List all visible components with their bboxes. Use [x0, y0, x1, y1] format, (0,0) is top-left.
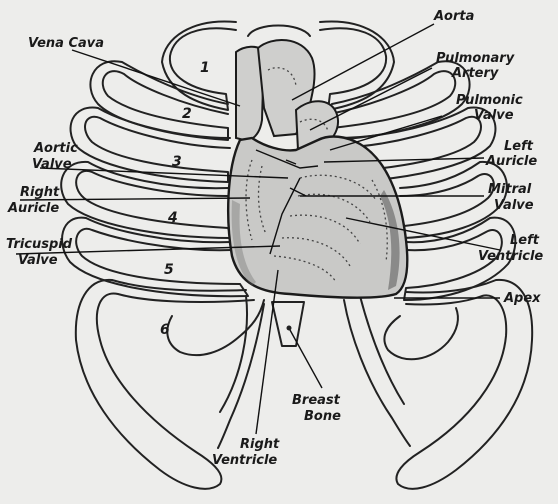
left-rib-inner-6 [167, 300, 264, 355]
rib-number-5: 5 [164, 262, 174, 278]
label-pulmonic-valve-2: Valve [474, 108, 514, 123]
rib-number-2: 2 [182, 106, 192, 122]
label-left-ventricle-1: Left [510, 233, 540, 248]
xiphoid-process [272, 302, 304, 346]
label-right-auricle-2: Auricle [7, 201, 59, 216]
label-tricuspid-valve-2: Valve [18, 253, 58, 268]
label-left-ventricle-2: Ventricle [478, 249, 543, 264]
label-mitral-valve-1: Mitral [488, 182, 532, 197]
right-rib-6 [396, 280, 532, 489]
right-rib-4 [400, 162, 507, 238]
label-mitral-valve-2: Valve [494, 198, 534, 213]
left-rib-5 [62, 218, 248, 297]
label-breast-bone-2: Bone [304, 409, 341, 424]
rib-number-6: 6 [160, 322, 170, 338]
leader-breast-bone [290, 330, 322, 388]
label-right-auricle-1: Right [20, 185, 60, 200]
label-right-ventricle-2: Ventricle [212, 453, 277, 468]
rib-number-3: 3 [172, 154, 182, 170]
leader-pulmonary-artery [310, 68, 432, 130]
right-rib-inner-6 [384, 308, 458, 359]
label-right-ventricle-1: Right [240, 437, 280, 452]
right-costal-cartilage [344, 296, 410, 446]
label-breast-bone-1: Breast [292, 393, 341, 408]
label-apex: Apex [503, 291, 541, 306]
rib-number-4: 4 [167, 210, 178, 226]
label-aorta: Aorta [433, 9, 474, 24]
rib-number-1: 1 [200, 60, 210, 76]
label-pulmonic-valve-1: Pulmonic [456, 93, 523, 108]
label-left-auricle-2: Auricle [485, 154, 537, 169]
label-aortic-valve-1: Aortic [33, 141, 78, 156]
great-vessels [236, 40, 338, 150]
label-pulmonary-artery-2: Artery [451, 66, 499, 81]
label-tricuspid-valve-1: Tricuspid [6, 237, 73, 252]
leader-right-ventricle [256, 270, 278, 434]
label-aortic-valve-2: Valve [32, 157, 72, 172]
leader-vena-cava [72, 50, 240, 106]
label-pulmonary-artery-1: Pulmonary [436, 51, 515, 66]
label-vena-cava: Vena Cava [28, 36, 104, 51]
label-left-auricle-1: Left [504, 139, 534, 154]
